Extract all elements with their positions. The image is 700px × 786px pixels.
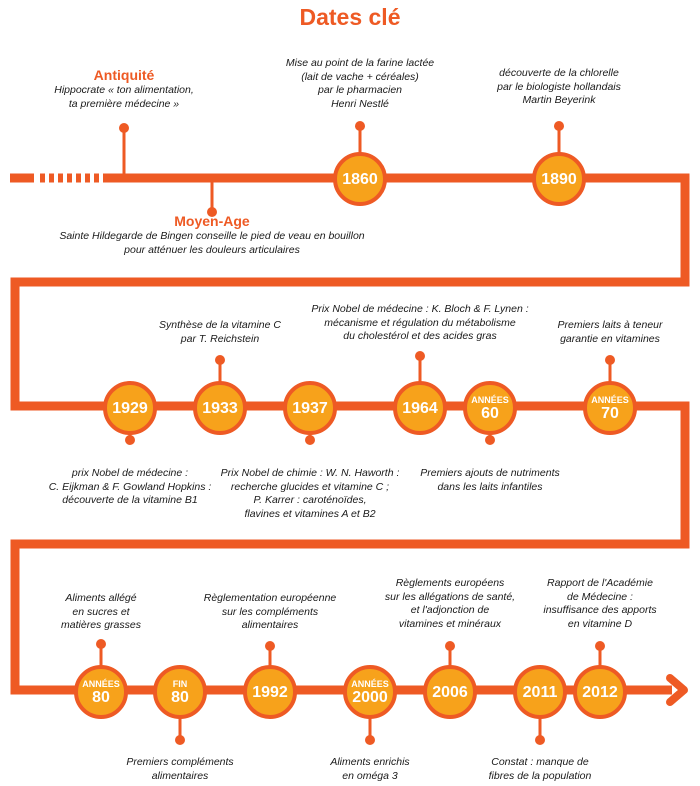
- node-1937: 1937: [283, 381, 337, 435]
- node-1860: 1860: [333, 152, 387, 206]
- node-annees-70: ANNÉES 70: [583, 381, 637, 435]
- node-1933: 1933: [193, 381, 247, 435]
- node-1964: 1964: [393, 381, 447, 435]
- annotation-1933: Synthèse de la vitamine C par T. Reichst…: [159, 319, 281, 345]
- annotation-annees-2000: Aliments enrichis en oméga 3: [330, 756, 410, 782]
- annotation-1929: prix Nobel de médecine : C. Eijkman & F.…: [48, 467, 212, 506]
- annotation-1890: découverte de la chlorelle par le biolog…: [497, 67, 621, 106]
- node-fin-80: FIN 80: [153, 665, 207, 719]
- node-1992: 1992: [243, 665, 297, 719]
- annotation-2012: Rapport de l'Académie de Médecine : insu…: [543, 577, 657, 630]
- page-title: Dates clé: [299, 4, 401, 30]
- annotation-2006: Règlements européens sur les allégations…: [384, 577, 516, 630]
- timeline-arrow-head: [666, 674, 688, 706]
- annotation-1937: Prix Nobel de chimie : W. N. Haworth : r…: [220, 467, 400, 520]
- node-annees-60: ANNÉES 60: [463, 381, 517, 435]
- node-1929: 1929: [103, 381, 157, 435]
- node-1890: 1890: [532, 152, 586, 206]
- antiquite-annotation: Antiquité Hippocrate « ton alimentation,…: [54, 67, 194, 110]
- node-2006: 2006: [423, 665, 477, 719]
- annotation-annees-70: Premiers laits à teneur garantie en vita…: [557, 319, 663, 345]
- annotation-1964: Prix Nobel de médecine : K. Bloch & F. L…: [311, 303, 529, 342]
- timeline-main-line: [10, 173, 690, 695]
- annotation-1992: Règlementation européenne sur les complé…: [203, 592, 337, 631]
- annotation-1860: Mise au point de la farine lactée (lait …: [285, 57, 435, 110]
- annotation-annees-80: Aliments allégé en sucres et matières gr…: [61, 592, 141, 631]
- annotation-2011: Constat : manque de fibres de la populat…: [488, 756, 592, 782]
- node-2012: 2012: [573, 665, 627, 719]
- node-annees-2000: ANNÉES 2000: [343, 665, 397, 719]
- moyen-age-heading: Moyen-Age: [174, 213, 250, 229]
- moyen-age-annotation: Moyen-Age Sainte Hildegarde de Bingen co…: [59, 213, 365, 256]
- antiquite-heading: Antiquité: [93, 67, 155, 83]
- annotation-annees-60: Premiers ajouts de nutriments dans les l…: [420, 467, 560, 493]
- node-2011: 2011: [513, 665, 567, 719]
- node-annees-80: ANNÉES 80: [74, 665, 128, 719]
- annotation-fin-80: Premiers compléments alimentaires: [126, 756, 234, 782]
